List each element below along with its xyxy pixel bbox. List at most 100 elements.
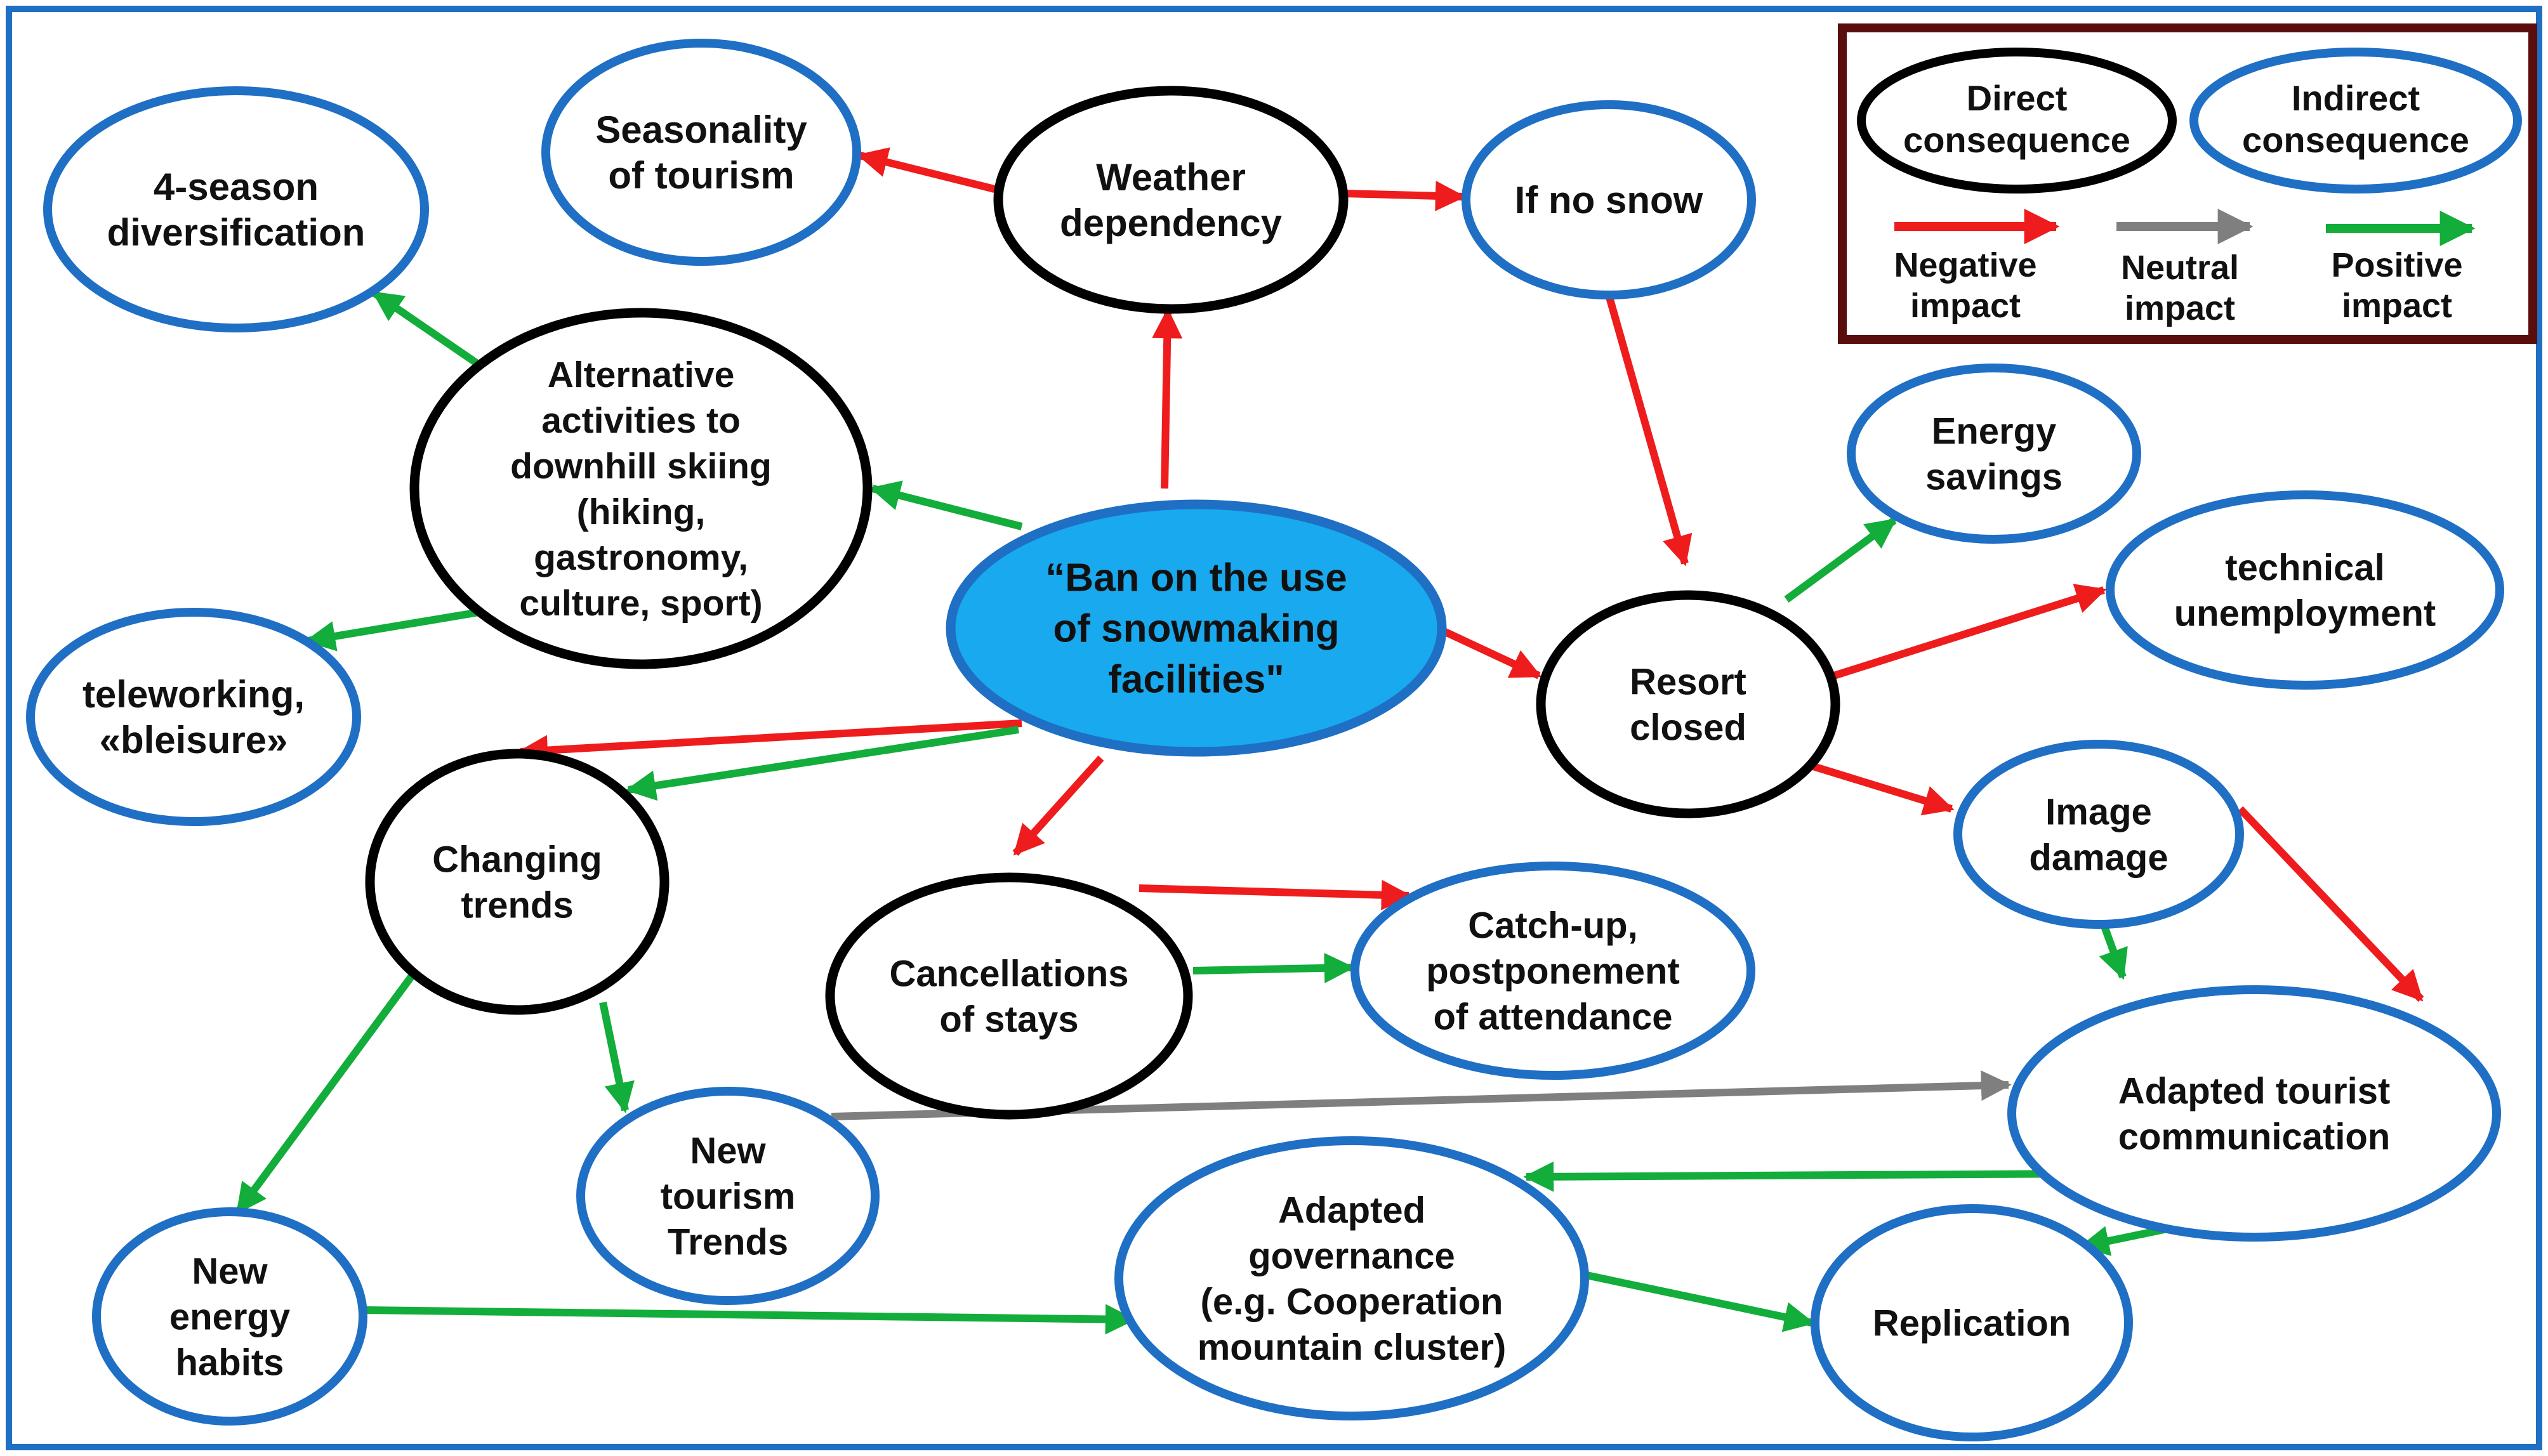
legend-neutral-sublabel: impact (2125, 289, 2235, 327)
node-seasonality-label-line: Seasonality (595, 108, 807, 151)
legend-direct-label: Direct (1967, 78, 2068, 118)
node-ban-label-line: facilities" (1108, 658, 1284, 702)
legend: Direct consequence Indirect consequence … (1838, 23, 2537, 344)
legend-positive-sublabel: impact (2342, 287, 2452, 325)
node-ban-label-line: “Ban on the use (1045, 556, 1347, 600)
edge-positive-governance-to-replication (1585, 1271, 1815, 1332)
node-resort-label-line: Resort (1630, 661, 1746, 702)
node-replication-label-line: Replication (1873, 1302, 2071, 1344)
edge-positive-comm-to-governance (1523, 1161, 2082, 1192)
edge-positive-newenergy-to-governance (364, 1304, 1136, 1335)
edge-positive-ban-to-alternative (869, 480, 1023, 530)
node-ban-label-line: of snowmaking (1053, 607, 1339, 651)
node-newtourism-label-line: tourism (661, 1176, 796, 1217)
node-governance-label-line: (e.g. Cooperation (1201, 1281, 1503, 1322)
node-resort-ellipse (1536, 590, 1840, 818)
node-governance-ellipse (1114, 1136, 1589, 1420)
node-ban-ellipse (946, 499, 1447, 757)
node-weather-label-line: dependency (1060, 202, 1283, 244)
node-alternative-label-line: (hiking, (577, 492, 706, 532)
node-unemployment-ellipse (2106, 490, 2504, 690)
node-cancel: Cancellations of stays (825, 872, 1193, 1120)
node-telework-label-line: «bleisure» (100, 719, 288, 761)
node-governance-label-line: Adapted (1278, 1190, 1425, 1231)
node-cancel-label-line: of stays (939, 999, 1078, 1040)
node-image-label-line: Image (2045, 791, 2152, 832)
node-fourseason-ellipse (43, 86, 429, 332)
node-resort-label-line: closed (1630, 707, 1746, 748)
node-layer: “Ban on the use of snowmaking facilities" W… (26, 39, 2504, 1441)
node-comm-label-line: communication (2118, 1116, 2391, 1157)
node-catchup-label-line: of attendance (1433, 996, 1672, 1037)
node-telework-label-line: teleworking, (83, 673, 305, 716)
legend-direct-ellipse (1857, 48, 2177, 193)
node-resort: Resort closed (1536, 590, 1840, 818)
node-alternative-label-line: Alternative (548, 355, 735, 395)
node-alternative-label-line: activities to (541, 400, 741, 441)
legend-neutral-label: Neutral (2121, 249, 2239, 287)
node-unemployment-label-line: technical (2225, 547, 2384, 588)
node-newenergy-label-line: energy (169, 1296, 290, 1337)
node-trends-label-line: trends (461, 884, 573, 926)
node-alternative-ellipse (409, 308, 873, 669)
node-energy-ellipse (1847, 364, 2141, 544)
node-governance-label-line: mountain cluster) (1198, 1327, 1507, 1368)
legend-negative-label: Negative (1894, 246, 2036, 284)
node-image-label-line: damage (2029, 837, 2168, 878)
node-seasonality-label-line: of tourism (608, 154, 794, 197)
node-catchup-ellipse (1350, 862, 1755, 1080)
edge-positive-trends-to-newtourism (599, 1001, 635, 1113)
edge-positive-resort-to-energy (1784, 517, 1897, 603)
legend-indirect-sublabel: consequence (2242, 120, 2469, 160)
legend-direct-sublabel: consequence (1903, 120, 2130, 160)
node-ban: “Ban on the use of snowmaking facilities" (946, 499, 1447, 757)
node-weather-ellipse (993, 86, 1349, 314)
edge-negative-cancel-to-catchup (1139, 879, 1412, 910)
node-cancel-label-line: Cancellations (889, 953, 1128, 994)
edge-positive-alternative-to-fourseason (372, 290, 482, 368)
node-energy-label-line: Energy (1932, 410, 2057, 452)
node-newenergy-label-line: habits (176, 1342, 284, 1383)
node-newtourism-label-line: Trends (668, 1221, 788, 1263)
node-image-ellipse (1953, 740, 2244, 929)
legend-indirect-label: Indirect (2292, 78, 2420, 118)
node-catchup-label-line: Catch-up, (1468, 905, 1637, 946)
node-newenergy-ellipse (92, 1207, 367, 1426)
edge-negative-ban-to-resort (1442, 627, 1542, 679)
node-newenergy-label-line: New (192, 1250, 268, 1292)
node-fourseason-label-line: diversification (107, 211, 366, 254)
node-alternative: Alternative activities to downhill skiing (… (409, 308, 873, 669)
node-trends-ellipse (365, 749, 670, 1015)
node-nosnow: If no snow (1462, 100, 1756, 299)
edge-positive-ban-to-trends (625, 726, 1019, 801)
edge-positive-alternative-to-telework (305, 608, 480, 652)
node-seasonality-ellipse (541, 39, 861, 266)
node-newtourism-label-line: New (690, 1130, 766, 1171)
legend-negative-sublabel: impact (1910, 287, 2021, 325)
edge-negative-nosnow-to-resort (1605, 294, 1693, 567)
node-replication: Replication (1811, 1204, 2133, 1441)
node-alternative-label-line: gastronomy, (534, 537, 748, 578)
edge-negative-weather-to-nosnow (1345, 180, 1466, 211)
node-nosnow-label-line: If no snow (1515, 179, 1703, 221)
edge-positive-cancel-to-catchup (1192, 952, 1355, 983)
node-alternative-label-line: downhill skiing (510, 446, 772, 487)
edge-negative-weather-to-seasonality (857, 147, 1001, 194)
node-telework-ellipse (26, 608, 361, 826)
node-governance-label-line: governance (1248, 1235, 1455, 1276)
edge-negative-resort-to-unemployment (1833, 584, 2107, 679)
node-newtourism-ellipse (576, 1087, 880, 1305)
node-fourseason-label-line: 4-season (154, 166, 319, 208)
node-image: Image damage (1953, 740, 2244, 929)
edge-negative-ban-to-weather (1152, 308, 1183, 489)
node-nosnow-ellipse (1462, 100, 1756, 299)
